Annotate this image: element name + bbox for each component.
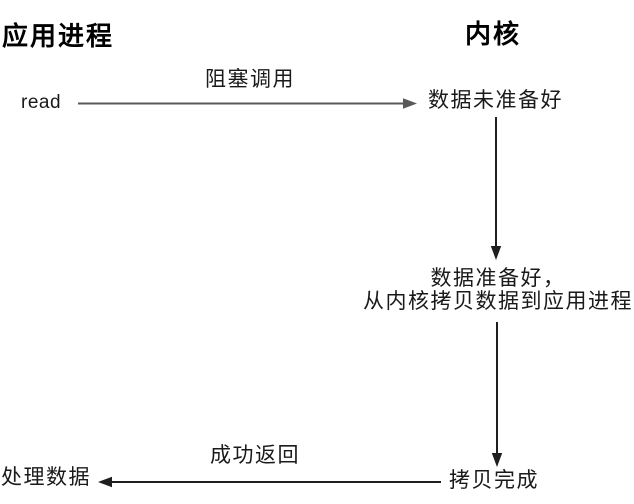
- edge-label-success-return: 成功返回: [210, 444, 300, 467]
- node-read: read: [21, 92, 62, 113]
- node-process-data: 处理数据: [1, 466, 91, 489]
- node-data-ready-line2: 从内核拷贝数据到应用进程: [363, 290, 633, 313]
- node-data-ready: 数据准备好， 从内核拷贝数据到应用进程: [358, 267, 634, 313]
- node-copy-done: 拷贝完成: [449, 469, 539, 492]
- success-return-arrow: [98, 476, 441, 488]
- column-header-kernel: 内核: [465, 19, 522, 49]
- node-data-not-ready: 数据未准备好: [428, 89, 563, 112]
- edge-label-blocking-call: 阻塞调用: [205, 68, 295, 91]
- wait-arrow: [490, 117, 502, 260]
- column-header-application-process: 应用进程: [2, 21, 115, 51]
- node-data-ready-line1: 数据准备好，: [430, 267, 566, 290]
- copy-arrow: [491, 322, 503, 467]
- blocking-call-arrow: [78, 98, 417, 109]
